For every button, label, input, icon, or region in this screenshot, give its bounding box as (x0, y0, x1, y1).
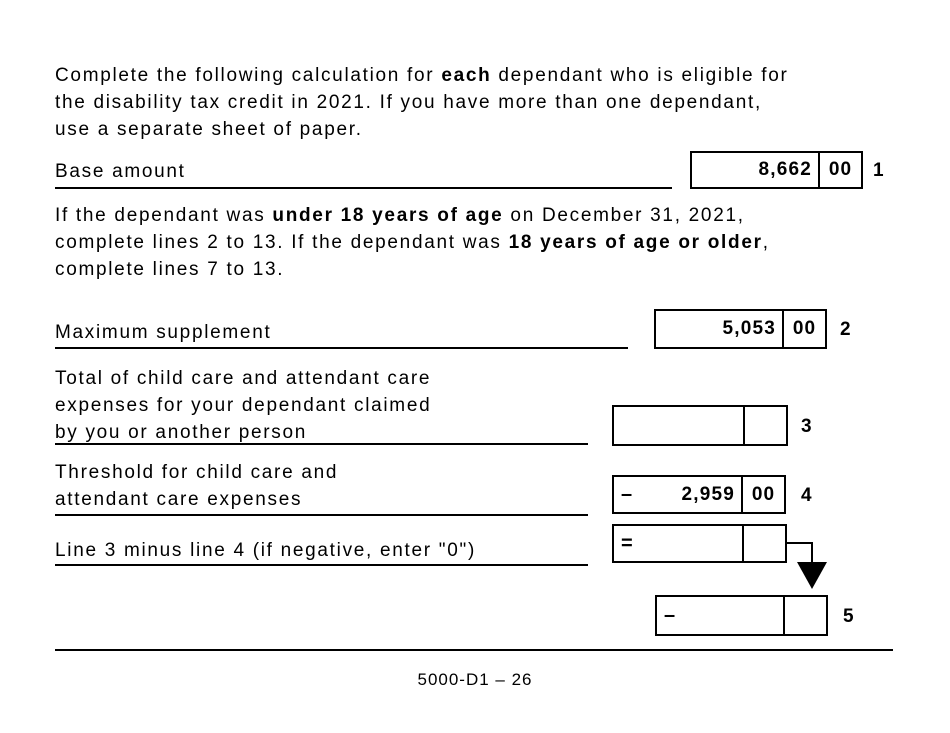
result-box: – (655, 595, 828, 636)
child-care-dollars-field[interactable] (614, 407, 745, 444)
threshold-dollars-value: 2,959 (681, 483, 735, 505)
intro-line-2: the disability tax credit in 2021. If yo… (55, 92, 762, 113)
child-care-label-line-1: Total of child care and attendant care (55, 368, 432, 389)
difference-cents-field[interactable] (744, 526, 785, 561)
result-cents-field[interactable] (785, 597, 826, 634)
line-number-3: 3 (801, 416, 812, 437)
line-number-1: 1 (873, 160, 884, 181)
minus-operator: – (621, 483, 634, 505)
intro-line1-tail-text: dependant who is eligible for (491, 65, 789, 86)
child-care-box (612, 405, 788, 446)
arrow-horizontal-segment (787, 542, 813, 544)
threshold-cents-cell: 00 (751, 483, 776, 505)
result-minus-operator: – (664, 604, 677, 626)
child-care-label-line-2: expenses for your dependant claimed (55, 395, 432, 416)
difference-label: Line 3 minus line 4 (if negative, enter … (55, 540, 476, 561)
intro-paragraph: Complete the following calculation for e… (55, 62, 789, 143)
max-supplement-box: 5,053 00 (654, 309, 827, 349)
base-amount-underline (55, 187, 672, 189)
result-dollars-field[interactable]: – (657, 597, 785, 634)
base-amount-label: Base amount (55, 161, 186, 182)
line-number-2: 2 (840, 319, 851, 340)
difference-box: = (612, 524, 787, 563)
max-supplement-label: Maximum supplement (55, 322, 272, 343)
page-identifier: 5000-D1 – 26 (417, 670, 533, 689)
note-line2-bold-text: 18 years of age or older (508, 232, 763, 253)
note-line-3: complete lines 7 to 13. (55, 259, 285, 280)
intro-line1-text: Complete the following calculation for (55, 65, 442, 86)
child-care-label: Total of child care and attendant care e… (55, 365, 431, 446)
child-care-underline (55, 443, 588, 445)
arrow-vertical-segment (811, 542, 813, 564)
difference-dollars-field[interactable]: = (614, 526, 744, 561)
note-line2-tail-text: , (762, 232, 770, 253)
difference-underline (55, 564, 588, 566)
note-line-1: If the dependant was under 18 years of a… (55, 202, 770, 229)
note-line2-text: complete lines 2 to 13. If the dependant… (55, 232, 509, 253)
intro-line-3: use a separate sheet of paper. (55, 119, 363, 140)
base-amount-box: 8,662 00 (690, 151, 863, 189)
max-supplement-underline (55, 347, 628, 349)
threshold-label-line-1: Threshold for child care and (55, 462, 339, 483)
arrow-down-icon (797, 562, 827, 589)
note-line1-bold-text: under 18 years of age (272, 205, 504, 226)
child-care-label-line-3: by you or another person (55, 422, 308, 443)
threshold-label-line-2: attendant care expenses (55, 489, 303, 510)
base-amount-dollars-cell: 8,662 (692, 153, 820, 187)
threshold-box: – 2,959 00 (612, 475, 786, 514)
intro-line1-bold-text: each (441, 65, 492, 86)
threshold-label: Threshold for child care and attendant c… (55, 459, 338, 513)
line-number-4: 4 (801, 485, 812, 506)
threshold-dollars-cell: – 2,959 (614, 477, 743, 512)
max-supplement-dollars-cell: 5,053 (656, 311, 784, 347)
child-care-cents-field[interactable] (745, 407, 786, 444)
line-number-5: 5 (843, 606, 854, 627)
base-amount-cents-cell: 00 (828, 159, 853, 180)
equals-operator: = (621, 532, 634, 554)
note-line-2: complete lines 2 to 13. If the dependant… (55, 229, 770, 256)
intro-line-1: Complete the following calculation for e… (55, 62, 789, 89)
max-supplement-cents-cell: 00 (792, 318, 817, 339)
footer-rule (55, 649, 893, 651)
threshold-underline (55, 514, 588, 516)
note-line1-tail-text: on December 31, 2021, (503, 205, 745, 226)
note-line1-text: If the dependant was (55, 205, 273, 226)
note-paragraph: If the dependant was under 18 years of a… (55, 202, 770, 283)
